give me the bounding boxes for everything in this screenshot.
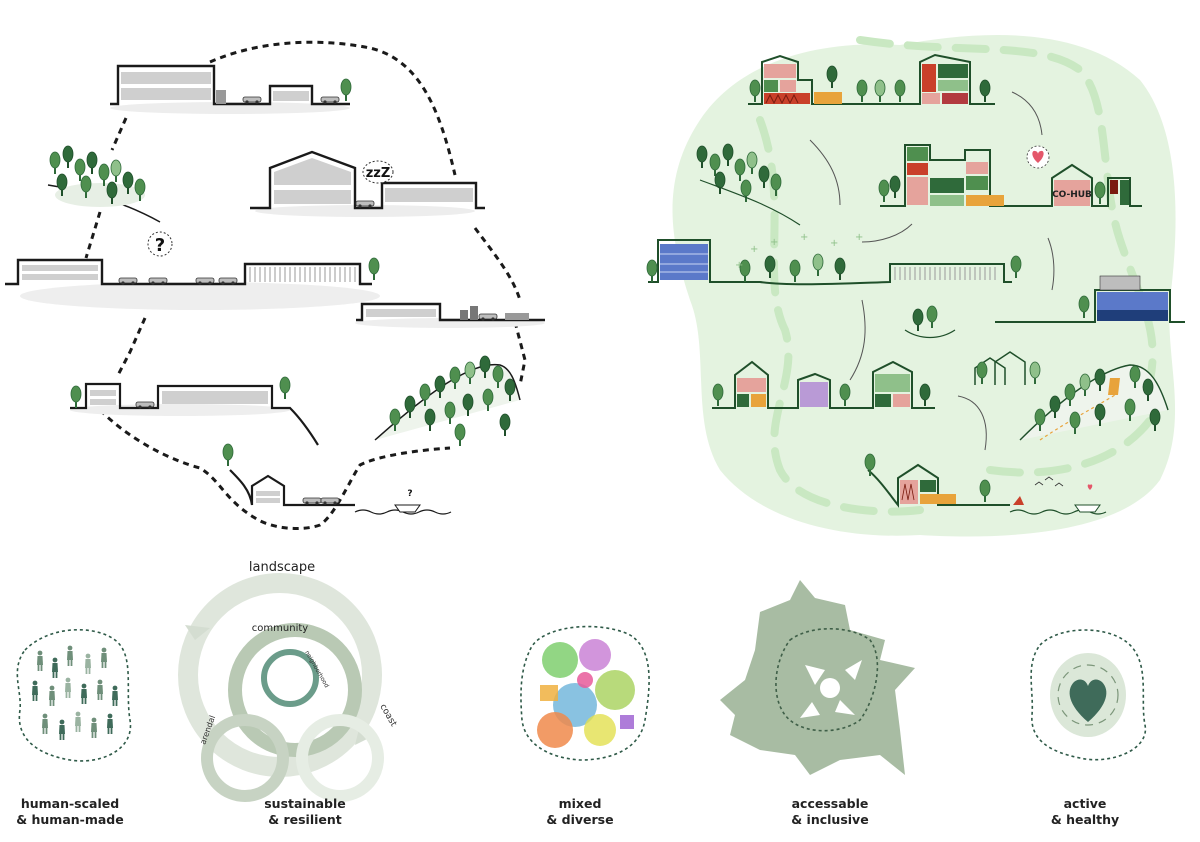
- principle-subtitle: & human-made: [16, 812, 124, 827]
- scene-coast: ?: [222, 443, 452, 515]
- green-area-blob: [672, 34, 1176, 537]
- scene-forest-slope-left: [47, 145, 161, 223]
- green-path-loop: [756, 36, 1157, 516]
- principle-title: active: [1063, 796, 1107, 811]
- svg-text:+: +: [855, 232, 863, 243]
- principle-title: mixed: [558, 796, 602, 811]
- scene-small-green-features: [904, 305, 1041, 385]
- principle-subtitle: & inclusive: [791, 812, 869, 827]
- principle-active-healthy-icon: [1030, 629, 1147, 761]
- svg-text:+: +: [735, 260, 743, 271]
- scene-warehouse-sleeping: zzZ: [250, 150, 485, 217]
- ring-label-landscape: landscape: [249, 560, 315, 575]
- scene-industrial-right: [355, 302, 545, 328]
- dashed-network-path: [84, 40, 527, 531]
- scene-colorful-housing-top: [748, 53, 995, 105]
- sleep-icon: zzZ: [366, 166, 391, 181]
- principle-label-sustainable: sustainable & resilient: [240, 796, 370, 828]
- principle-sustainable-rings-icon: landscape community neighborhood arendal…: [178, 560, 398, 802]
- heart-icon: [1026, 145, 1050, 169]
- principle-human-scaled-icon: [16, 628, 132, 762]
- scene-parking-block: [110, 64, 352, 114]
- principle-title: sustainable: [264, 796, 346, 811]
- principle-accessible-icon: [720, 580, 915, 775]
- flow-arrows: [809, 91, 1055, 451]
- scene-lower-block: [70, 376, 319, 446]
- principle-label-mixed: mixed & diverse: [515, 796, 645, 828]
- future-vision-diagram: CO-HUB + + + + + +: [646, 34, 1185, 537]
- principle-label-active: active & healthy: [1020, 796, 1150, 828]
- scene-cohub: CO-HUB: [878, 144, 1142, 207]
- principle-mixed-diverse-icon: [520, 625, 650, 761]
- question-small-icon: ?: [407, 489, 412, 499]
- principle-subtitle: & resilient: [268, 812, 342, 827]
- scene-forest-green-left: [696, 143, 801, 226]
- svg-text:+: +: [830, 238, 838, 249]
- principle-label-human-scaled: human-scaled & human-made: [5, 796, 135, 828]
- principle-title: human-scaled: [20, 796, 120, 811]
- cohub-label: CO-HUB: [1052, 190, 1092, 200]
- scene-coast-vibrant: [864, 453, 1107, 515]
- scene-parking-lot: ?: [5, 231, 380, 310]
- ring-label-community: community: [252, 623, 308, 634]
- svg-text:+: +: [770, 237, 778, 248]
- current-situation-diagram: zzZ ?: [5, 40, 545, 531]
- svg-text:+: +: [750, 244, 758, 255]
- ring-label-coast: coast: [377, 703, 398, 729]
- svg-text:+: +: [800, 232, 808, 243]
- scene-forest-hill: [374, 355, 521, 447]
- principle-title: accessable: [791, 796, 869, 811]
- principle-label-accessible: accessable & inclusive: [765, 796, 895, 828]
- scene-forest-hill-trail: [1019, 364, 1169, 441]
- scene-blue-parking-house: [995, 275, 1185, 323]
- question-icon: ?: [155, 235, 165, 256]
- principle-subtitle: & healthy: [1050, 812, 1120, 827]
- scene-parking-transform: + + + + + +: [646, 232, 1022, 286]
- scene-colorful-housing-lower: [712, 360, 935, 409]
- heart-icon: [1069, 679, 1107, 722]
- principle-subtitle: & diverse: [546, 812, 614, 827]
